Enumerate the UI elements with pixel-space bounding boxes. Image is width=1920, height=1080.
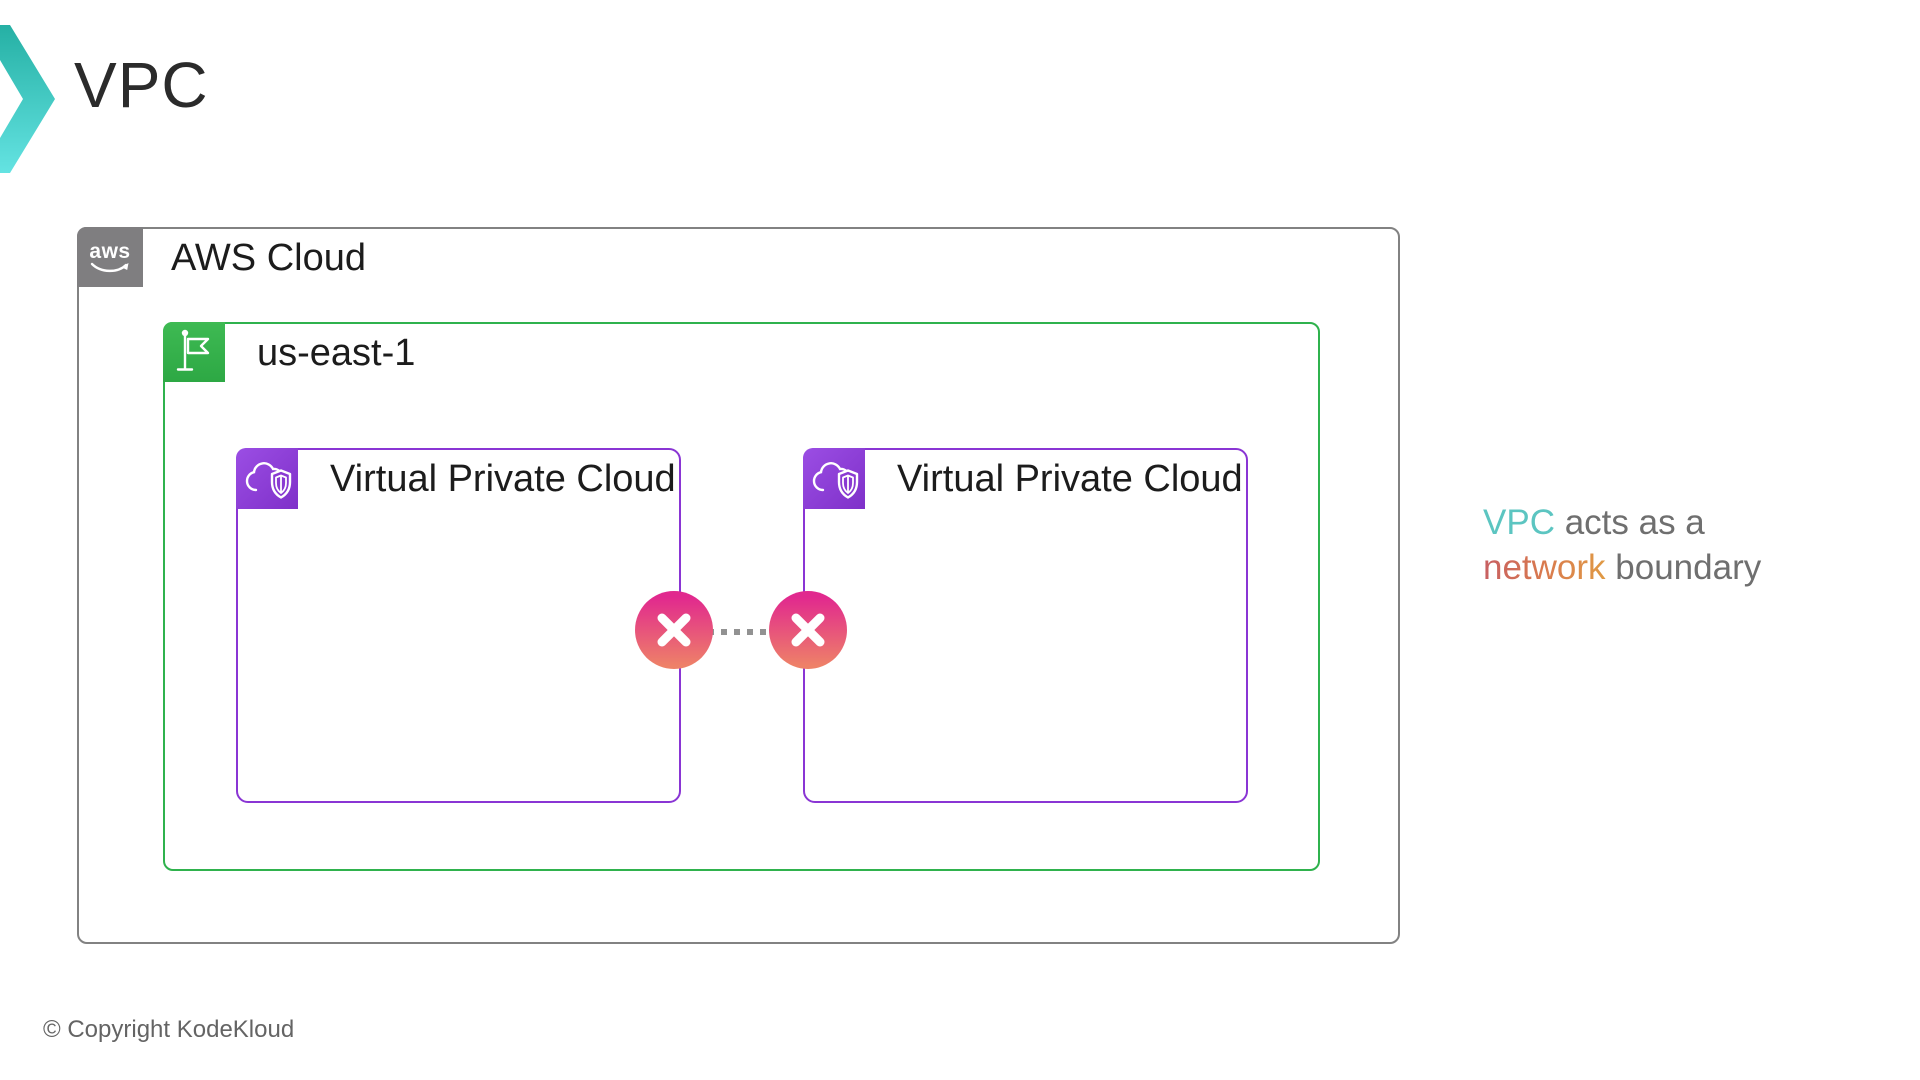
aws-logo-icon: aws [77,227,143,287]
page-title: VPC [74,49,209,121]
aws-logo-text: aws [89,240,131,263]
caption-line-2: network boundary [1483,545,1761,590]
caption-text: acts as a [1554,503,1705,542]
caption-highlight-network: network [1483,548,1606,587]
vpc-group-2: Virtual Private Cloud [803,448,1248,803]
caption-highlight-vpc: VPC [1483,503,1555,542]
region-group: us-east-1 [163,322,1320,871]
vpc-cloud-shield-icon [803,448,865,509]
vpc-group-1: Virtual Private Cloud [236,448,681,803]
blocked-x-icon [769,591,847,669]
blocked-x-icon [635,591,713,669]
copyright-notice: © Copyright KodeKloud [43,1016,295,1043]
kodekloud-chevron-logo-icon [0,25,55,173]
dotted-connection-line [708,629,776,635]
aws-cloud-label: AWS Cloud [171,236,366,279]
aws-cloud-group: aws AWS Cloud us-east-1 [77,227,1400,944]
region-label: us-east-1 [257,331,416,374]
caption: VPC acts as a network boundary [1483,500,1761,590]
caption-line-1: VPC acts as a [1483,500,1761,545]
caption-text: boundary [1605,548,1762,587]
vpc-cloud-shield-icon [236,448,298,509]
vpc-label-1: Virtual Private Cloud [330,457,676,500]
region-flag-icon [163,322,225,382]
aws-smile-icon [90,262,129,273]
vpc-label-2: Virtual Private Cloud [897,457,1243,500]
